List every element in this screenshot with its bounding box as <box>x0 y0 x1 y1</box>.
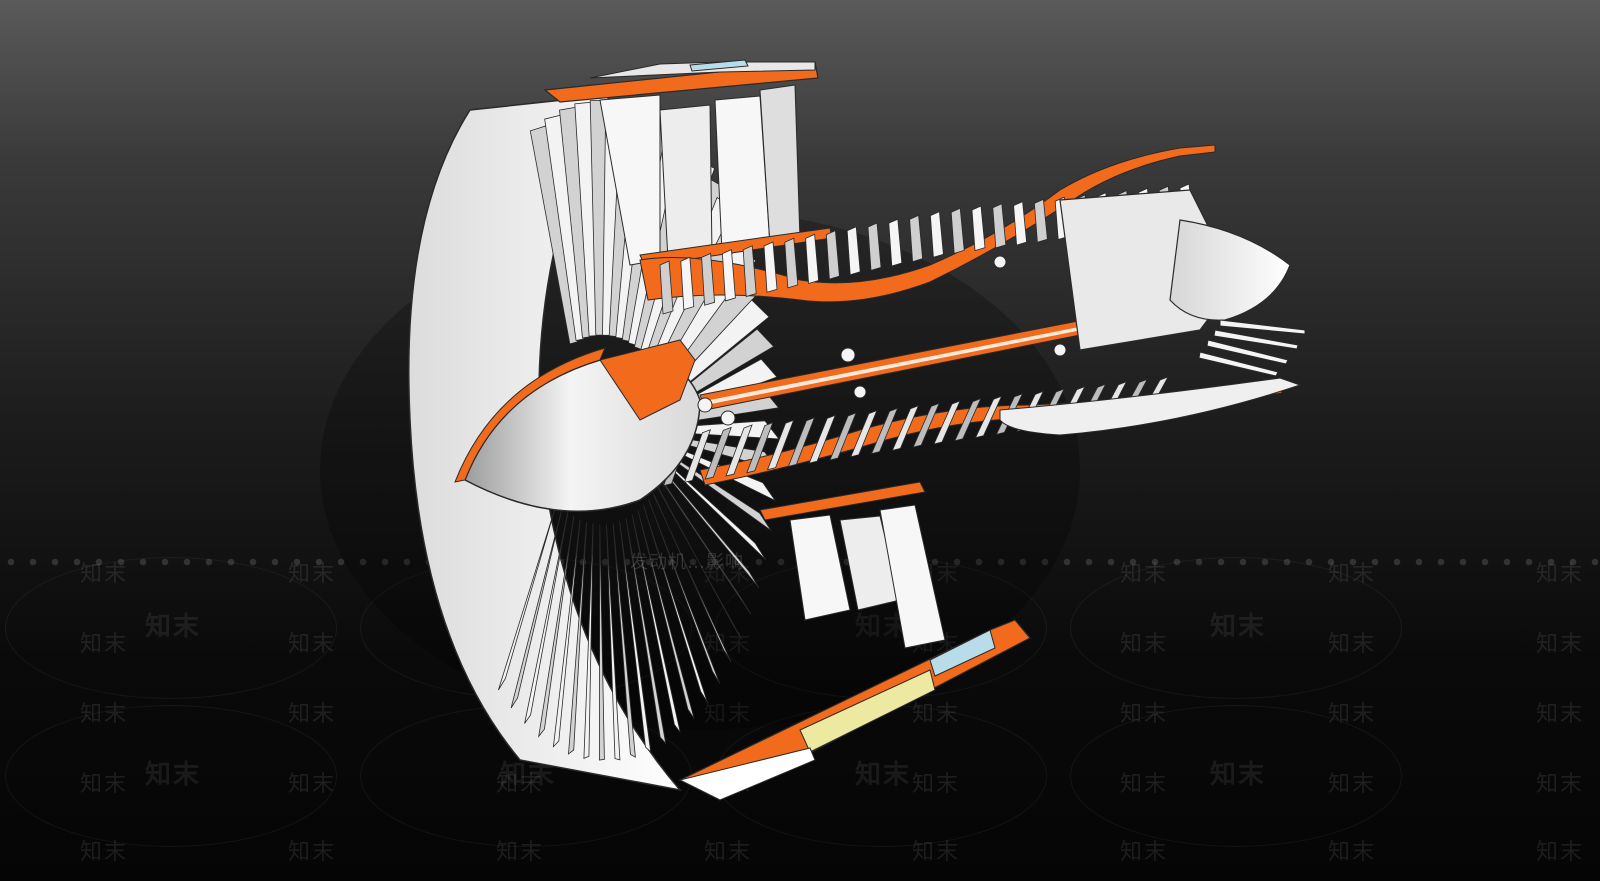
turbine-blade <box>787 417 816 467</box>
nacelle-lower-face <box>678 747 816 801</box>
fan-blade <box>619 521 652 753</box>
fan-blade <box>612 523 636 758</box>
fan-blade <box>631 514 681 733</box>
fan-blade <box>652 492 732 663</box>
compressor-blade <box>992 203 1007 249</box>
fan-rim-outer <box>408 94 682 792</box>
compressor-blade <box>888 218 903 267</box>
fan-blade <box>538 516 575 738</box>
spinner-hub <box>599 339 696 421</box>
core-casing-upper <box>639 144 1216 303</box>
compressor-blade <box>784 237 799 289</box>
exhaust-struts <box>1198 319 1306 377</box>
fan-blade <box>552 519 581 748</box>
compressor-blade <box>950 207 965 254</box>
turbine-blade <box>808 414 836 464</box>
compressor-blade <box>909 214 924 263</box>
turbine-blade <box>974 395 1003 439</box>
compressor-blade <box>721 249 736 302</box>
fan-blade <box>657 485 742 640</box>
turbine-blade <box>829 412 857 461</box>
outlet-guide-vanes <box>599 84 946 649</box>
fan-blade <box>643 505 708 703</box>
nacelle-lower-tube <box>929 629 996 677</box>
compressor-blade <box>929 211 944 258</box>
turbine-blade <box>912 402 940 448</box>
turbine-blade <box>704 426 732 480</box>
compressor-blade <box>680 256 695 311</box>
fan-blade <box>598 524 605 761</box>
compressor-blade <box>825 230 840 280</box>
turbine-blade <box>870 407 899 455</box>
fan-blade <box>648 499 721 684</box>
subtitle-text: 发动机…影响 <box>630 552 744 573</box>
main-shaft-highlight <box>705 311 1162 405</box>
exhaust-nozzle-lower <box>999 377 1302 436</box>
turbine-blade <box>766 419 795 471</box>
turbine-blade <box>954 397 982 442</box>
splitter-lower <box>759 481 926 521</box>
fan-blade <box>606 524 621 761</box>
turbine-blade <box>683 429 712 483</box>
compressor-blade <box>867 222 882 271</box>
compressor-blade <box>805 233 820 285</box>
bearings <box>697 255 1067 426</box>
compressor-blade <box>701 252 716 306</box>
compressor-blade <box>763 241 778 293</box>
fan-blade <box>583 523 594 760</box>
fan-blade <box>524 511 569 724</box>
nacelle-lower-liner <box>799 669 936 753</box>
turbine-blade <box>850 409 878 458</box>
compressor-blade <box>1033 198 1048 243</box>
fan-blade <box>637 510 695 719</box>
compressor-blade <box>846 226 861 276</box>
exhaust-cone <box>1169 219 1291 321</box>
compressor-blade <box>659 260 674 315</box>
fan-blade <box>568 522 587 755</box>
compressor-blade <box>971 205 986 252</box>
nacelle-upper-tube <box>689 59 749 72</box>
turbine-blade <box>891 405 920 451</box>
spinner-cut-edge <box>454 347 606 483</box>
compressor-blade <box>742 245 757 298</box>
turbine-blade <box>725 424 753 477</box>
turbine-blade <box>746 421 774 474</box>
fan-blade <box>625 518 667 745</box>
compressor-blade <box>1013 201 1028 246</box>
turbine-blade <box>933 400 961 445</box>
